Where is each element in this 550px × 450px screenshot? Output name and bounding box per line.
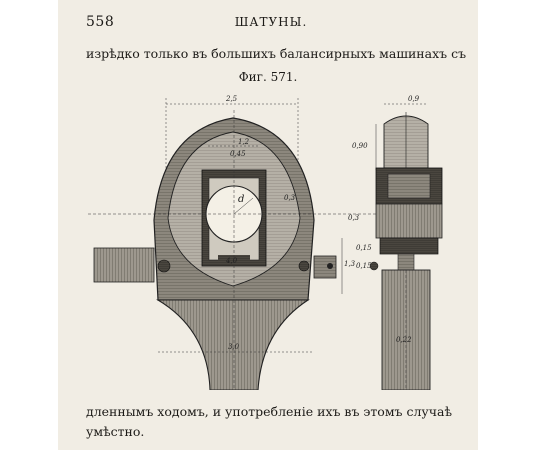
dim-side-height: 1,3 bbox=[344, 260, 356, 268]
book-page: 558 ШАТУНЫ. изрѣдко только въ большихъ б… bbox=[58, 0, 478, 450]
dim-inner-small: 0,45 bbox=[230, 150, 246, 158]
figure-caption: Фиг. 571. bbox=[238, 70, 298, 84]
page-header: 558 ШАТУНЫ. bbox=[86, 14, 456, 34]
dim-right-bolt-a: 0,15 bbox=[356, 244, 372, 252]
body-text-line-bottom-1: дленнымъ ходомъ, и употребленіе ихъ въ э… bbox=[86, 404, 453, 419]
body-text-line-bottom-2: умѣстно. bbox=[86, 424, 145, 439]
front-view: 2,5 4,0 d 1,2 0,45 0,3 bbox=[88, 95, 378, 390]
dim-top-width: 2,5 bbox=[225, 95, 238, 103]
body-text-line-top: изрѣдко только въ большихъ балансирныхъ … bbox=[86, 46, 467, 61]
page-number: 558 bbox=[86, 14, 115, 30]
dim-block: 4,0 bbox=[225, 257, 238, 265]
running-title: ШАТУНЫ. bbox=[234, 15, 308, 29]
dim-inner-width: 1,2 bbox=[238, 138, 250, 146]
connecting-rod-engraving: 2,5 4,0 d 1,2 0,45 0,3 bbox=[88, 95, 443, 390]
dim-rod-width: 0,22 bbox=[396, 336, 412, 344]
bore-label: d bbox=[238, 194, 244, 205]
side-view: 0,9 0,90 0,15 0,15 0,22 bbox=[352, 95, 443, 390]
dim-right-gap: 0,3 bbox=[348, 214, 360, 222]
dim-right-bolt-b: 0,15 bbox=[356, 262, 372, 270]
dim-right-top-width: 0,9 bbox=[408, 95, 420, 103]
dim-right-height: 0,90 bbox=[352, 142, 368, 150]
dim-side-small: 0,3 bbox=[284, 194, 296, 202]
dim-bottom-width: 3,0 bbox=[228, 343, 240, 351]
